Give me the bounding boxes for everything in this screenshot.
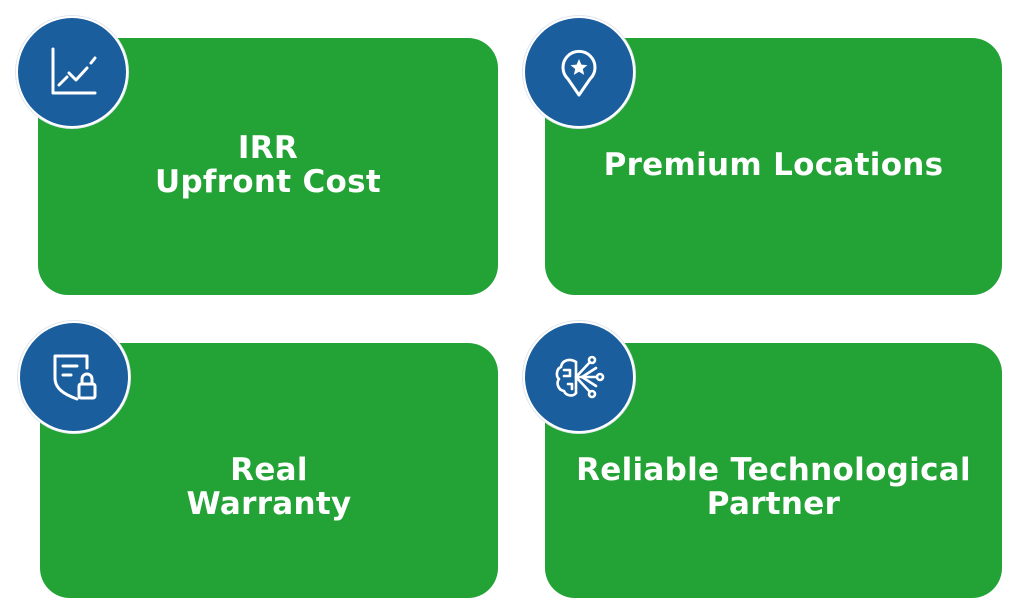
card-title-line: Partner xyxy=(706,486,841,522)
card-title-line: Upfront Cost xyxy=(154,164,382,200)
card-real-warranty: Real Warranty xyxy=(40,343,498,598)
card-title-line: Reliable Technological xyxy=(576,452,971,488)
card-title: Premium Locations xyxy=(604,148,944,182)
card-title-line: Real xyxy=(230,452,308,488)
card-title: IRR Upfront Cost xyxy=(155,131,381,199)
ai-brain-network-icon xyxy=(523,321,635,433)
chart-growth-icon xyxy=(16,16,128,128)
card-title: Reliable Technological Partner xyxy=(576,453,971,521)
card-title-line: IRR xyxy=(237,130,299,166)
secure-document-icon xyxy=(18,321,130,433)
card-title-line: Warranty xyxy=(186,486,352,522)
card-title: Real Warranty xyxy=(187,453,352,521)
location-star-icon xyxy=(523,16,635,128)
card-title-line: Premium Locations xyxy=(603,147,944,183)
